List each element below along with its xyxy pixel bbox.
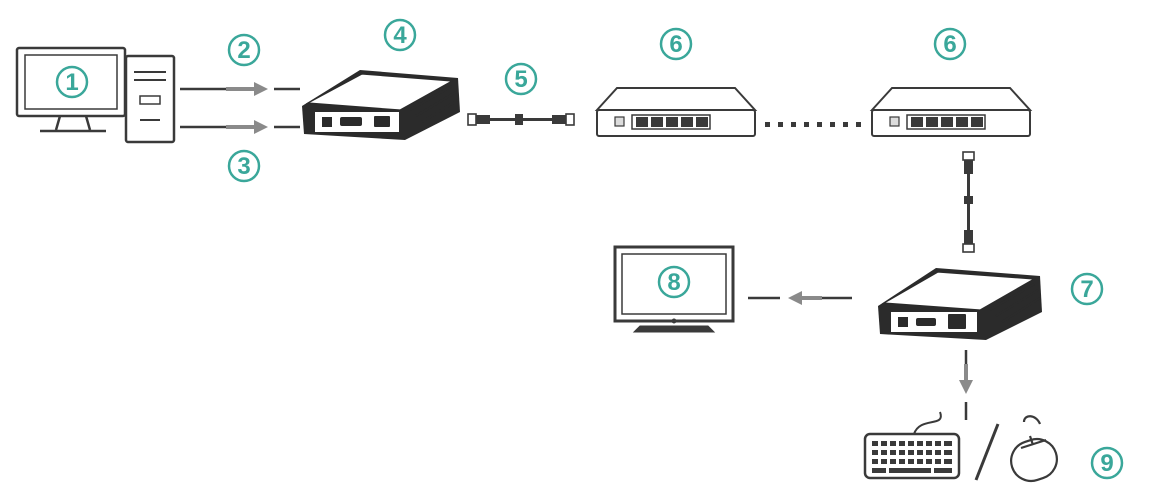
arrow-right-icon: [254, 82, 268, 96]
usb-output-line: [959, 350, 973, 420]
arrow-down-icon: [959, 380, 973, 394]
label-9-badge: 9: [1090, 446, 1124, 480]
computer-icon: [15, 46, 176, 144]
label-9-text: 9: [1100, 450, 1113, 477]
ethernet-cable-icon: [962, 151, 975, 253]
label-6b-text: 6: [943, 31, 956, 58]
display-output-line: [748, 291, 852, 305]
label-8-text: 8: [667, 269, 680, 296]
label-4-badge: 4: [383, 18, 417, 52]
label-6-badge: 6: [659, 27, 693, 61]
tv-monitor-icon: [613, 245, 735, 333]
network-switch-icon: [594, 87, 758, 137]
label-6a-text: 6: [669, 31, 682, 58]
label-4-text: 4: [393, 22, 407, 49]
keyboard-icon: [863, 411, 961, 480]
network-switch-icon: [869, 87, 1033, 137]
label-3-text: 3: [237, 153, 250, 180]
label-1-badge: 1: [55, 65, 89, 99]
usb-input-line: [180, 120, 300, 134]
label-6-badge: 6: [933, 27, 967, 61]
label-2-badge: 2: [227, 33, 261, 67]
mouse-icon: [1010, 415, 1058, 483]
label-7-text: 7: [1080, 276, 1093, 303]
label-5-badge: 5: [504, 62, 538, 96]
ethernet-cable-icon: [467, 113, 575, 126]
transmitter-icon: [302, 70, 460, 140]
network-dotted-link: [765, 122, 861, 127]
label-1-text: 1: [65, 69, 78, 96]
label-8-badge: 8: [657, 265, 691, 299]
label-7-badge: 7: [1070, 272, 1104, 306]
slash-divider: [974, 423, 1000, 481]
receiver-icon: [878, 268, 1042, 340]
label-3-badge: 3: [227, 149, 261, 183]
label-5-text: 5: [514, 66, 527, 93]
arrow-right-icon: [254, 120, 268, 134]
hdmi-input-line: [180, 82, 300, 96]
arrow-left-icon: [788, 291, 802, 305]
label-2-text: 2: [237, 37, 250, 64]
